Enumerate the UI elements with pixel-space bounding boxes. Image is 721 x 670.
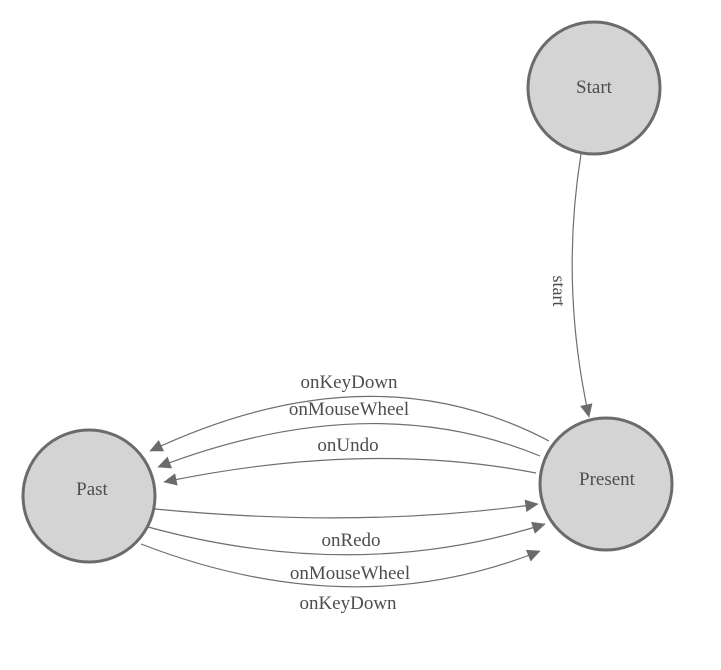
transition-start: start	[549, 153, 593, 418]
transition-onmousewheel-to-present-path	[147, 521, 546, 556]
transition-onundo-to-past: onUndo	[163, 435, 537, 486]
transition-onmousewheel-to-past-label: onMouseWheel	[289, 399, 409, 420]
transition-onmousewheel-to-past: onMouseWheel	[157, 399, 541, 469]
transition-onredo-to-present: onRedo	[154, 499, 539, 551]
state-node-past-label: Past	[76, 479, 108, 500]
state-node-present-label: Present	[579, 469, 636, 490]
state-node-present[interactable]: Present	[538, 416, 674, 552]
state-node-start-label: Start	[576, 77, 613, 98]
transition-onmousewheel-to-present: onMouseWheel	[147, 521, 546, 584]
state-node-present-circle[interactable]	[538, 416, 674, 552]
transition-onkeydown-to-past: onKeyDown	[149, 372, 550, 452]
transition-onkeydown-to-present-path	[140, 543, 541, 588]
transition-onundo-to-past-path	[163, 457, 537, 486]
transition-start-path	[571, 153, 593, 418]
transition-onmousewheel-to-present-label: onMouseWheel	[290, 563, 410, 584]
transition-onkeydown-to-present: onKeyDown	[140, 543, 541, 614]
transition-onmousewheel-to-past-path	[157, 422, 541, 469]
state-node-past-circle[interactable]	[21, 428, 157, 564]
state-node-past[interactable]: Past	[21, 428, 157, 564]
transition-onkeydown-to-past-label: onKeyDown	[300, 372, 398, 393]
transition-onkeydown-to-present-label: onKeyDown	[299, 593, 397, 614]
state-node-start-circle[interactable]	[526, 20, 662, 156]
transition-onredo-to-present-label: onRedo	[321, 530, 380, 551]
transition-onundo-to-past-label: onUndo	[317, 435, 378, 456]
transition-onredo-to-present-path	[154, 499, 539, 519]
transition-start-label: start	[549, 276, 569, 307]
state-node-start[interactable]: Start	[526, 20, 662, 156]
transition-onkeydown-to-past-path	[149, 395, 550, 452]
